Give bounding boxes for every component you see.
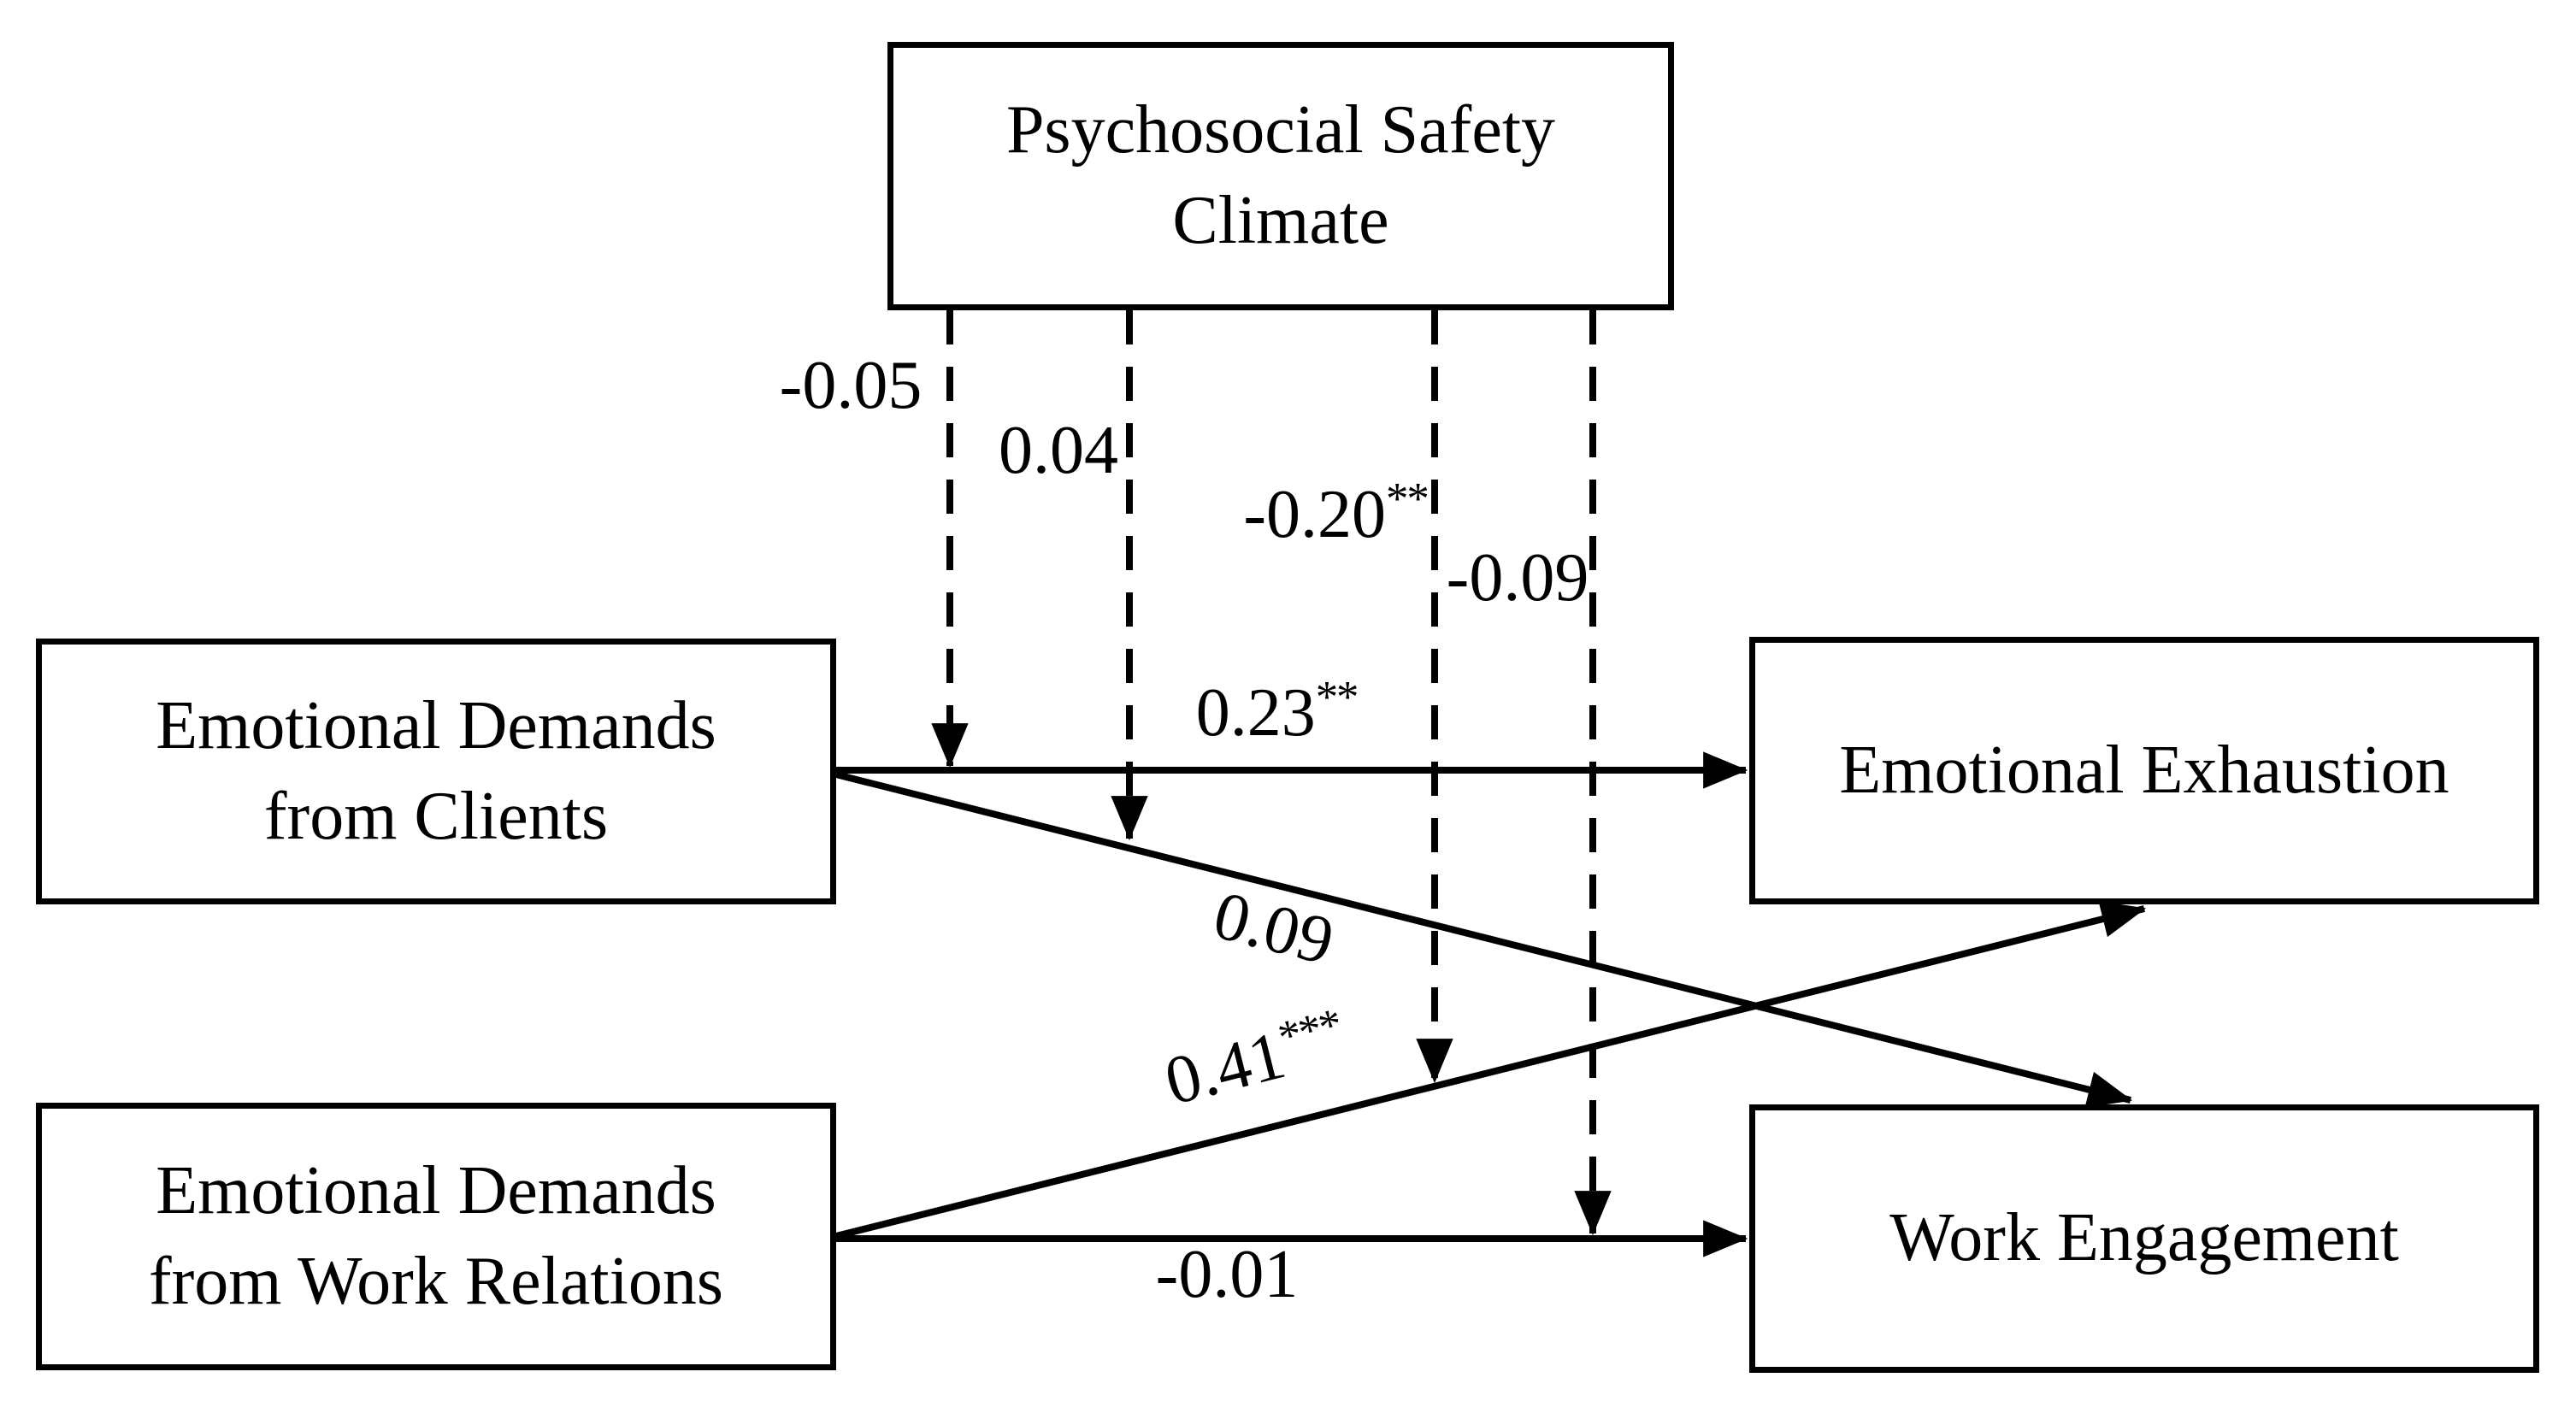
coefficient-psc-moderation-clients-exhaustion: -0.05 <box>780 344 923 425</box>
coefficient-psc-moderation-relations-exhaustion: -0.20** <box>1243 474 1429 554</box>
box-emotional-demands-work-relations: Emotional Demands from Work Relations <box>36 1103 836 1370</box>
coefficient-value: -0.09 <box>1446 540 1589 616</box>
box-emotional-demands-clients: Emotional Demands from Clients <box>36 639 836 904</box>
box-emotional-exhaustion: Emotional Exhaustion <box>1749 637 2539 904</box>
box-label-emotional-exhaustion: Emotional Exhaustion <box>1839 732 2449 808</box>
box-label-psychosocial-safety-climate: Psychosocial Safety Climate <box>1005 92 1556 258</box>
coefficient-relations-to-engagement: -0.01 <box>1156 1233 1299 1314</box>
arrow-clients-to-engagement <box>835 771 2133 1108</box>
coefficient-clients-to-exhaustion: 0.23** <box>1195 672 1359 752</box>
coefficient-value: 0.04 <box>999 413 1118 489</box>
significance-marker: ** <box>1315 672 1359 722</box>
coefficient-value: -0.01 <box>1155 1237 1299 1313</box>
box-label-emotional-demands-work-relations: Emotional Demands from Work Relations <box>149 1152 723 1319</box>
coefficient-psc-moderation-relations-engagement: -0.09 <box>1447 537 1589 617</box>
box-label-work-engagement: Work Engagement <box>1889 1200 2399 1276</box>
box-psychosocial-safety-climate: Psychosocial Safety Climate <box>887 42 1674 310</box>
coefficient-value: 0.23 <box>1195 675 1316 751</box>
significance-marker: ** <box>1386 474 1429 524</box>
coefficient-value: -0.20 <box>1243 477 1387 553</box>
box-work-engagement: Work Engagement <box>1749 1104 2539 1373</box>
coefficient-psc-moderation-clients-engagement: 0.04 <box>999 409 1118 490</box>
coefficient-value: -0.05 <box>779 348 923 424</box>
box-label-emotional-demands-clients: Emotional Demands from Clients <box>156 687 716 854</box>
arrow-relations-to-exhaustion <box>835 901 2147 1239</box>
